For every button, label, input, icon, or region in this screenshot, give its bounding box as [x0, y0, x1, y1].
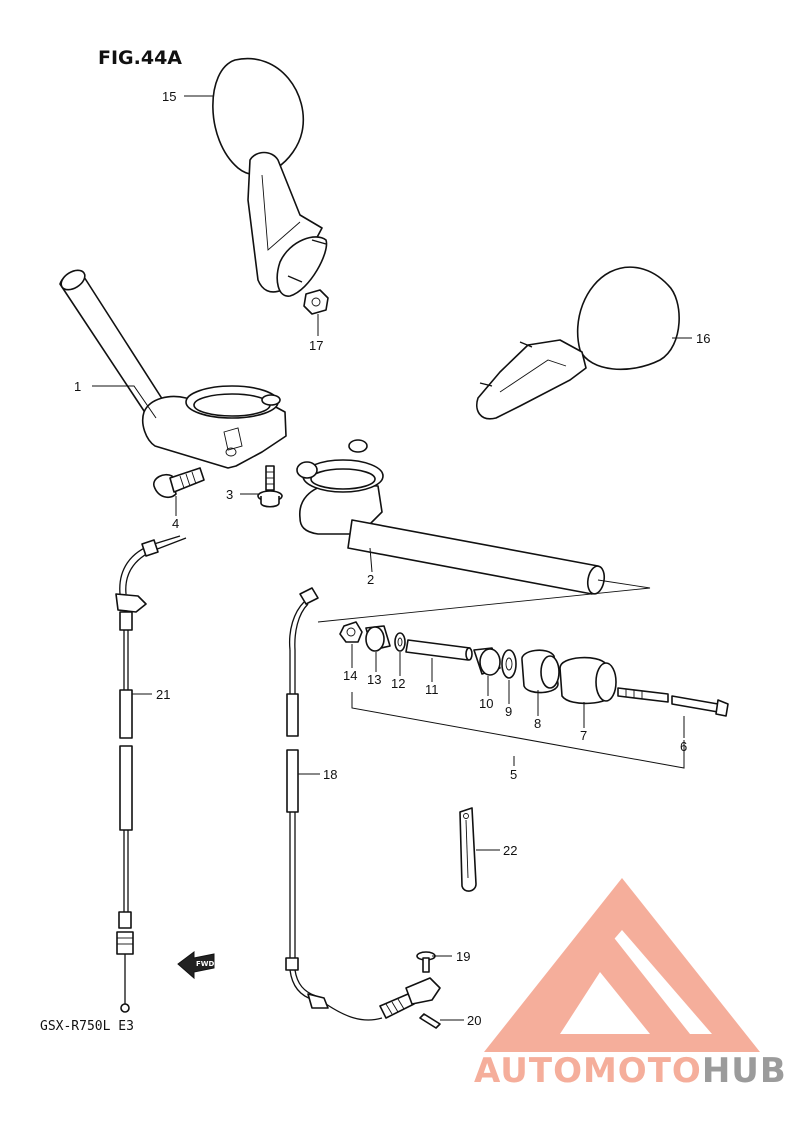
part-21-cable [115, 535, 187, 1013]
callout-16: 16 [696, 331, 710, 346]
watermark-logo: AUTOMOTOHUB [474, 878, 787, 1091]
callout-12: 12 [391, 676, 405, 691]
figure-title: FIG.44A [98, 47, 182, 69]
part-6-screw [617, 687, 729, 717]
callout-2: 2 [367, 572, 374, 587]
watermark-text: AUTOMOTOHUB [474, 1051, 787, 1091]
callout-10: 10 [479, 696, 493, 711]
callout-3: 3 [226, 487, 233, 502]
fwd-arrow-icon: FWD [177, 951, 215, 980]
part-11-rod [405, 639, 473, 661]
callout-9: 9 [505, 704, 512, 719]
callout-15: 15 [162, 89, 176, 104]
callout-17: 17 [309, 338, 323, 353]
fwd-label: FWD [196, 960, 215, 968]
part-15-left-mirror [212, 57, 328, 297]
part-2-right-handlebar [296, 439, 606, 595]
callout-11: 11 [425, 682, 439, 697]
callout-18: 18 [323, 767, 337, 782]
callout-14: 14 [343, 668, 357, 683]
part-4-bolt [153, 467, 205, 499]
part-14-nut [339, 621, 363, 643]
part-3-bolt [257, 465, 283, 508]
callout-6: 6 [680, 739, 687, 754]
callout-4: 4 [172, 516, 179, 531]
callout-8: 8 [534, 716, 541, 731]
part-20-cotter-pin [419, 1013, 441, 1029]
callout-7: 7 [580, 728, 587, 743]
part-7-bar-end-weight [559, 656, 617, 705]
break-lines [317, 579, 651, 623]
watermark-text-part2: HUB [702, 1051, 787, 1091]
part-16-right-mirror [476, 266, 680, 420]
part-18-cable [285, 587, 441, 1021]
model-code: GSX-R750L E3 [40, 1019, 134, 1034]
part-13-spacer [365, 625, 391, 652]
part-17-nut [303, 289, 329, 315]
part-1-left-handlebar [59, 269, 287, 469]
callout-22: 22 [503, 843, 517, 858]
part-8-weight [521, 649, 560, 694]
part-5-group-bracket [351, 692, 685, 769]
callout-21: 21 [156, 687, 170, 702]
part-9-washer [501, 649, 517, 679]
callout-13: 13 [367, 672, 381, 687]
leader-lines [92, 95, 692, 1021]
callout-5: 5 [510, 767, 517, 782]
watermark-text-part1: AUTOMOTO [474, 1051, 702, 1091]
callout-20: 20 [467, 1013, 481, 1028]
part-12-washer [394, 632, 406, 652]
callout-1: 1 [74, 379, 81, 394]
part-19-pin [416, 951, 436, 973]
callout-numbers: 1 2 3 4 5 6 7 8 9 10 11 12 13 14 15 16 1… [74, 89, 710, 1028]
part-10-collar [473, 647, 501, 676]
part-22-clip [459, 807, 477, 892]
callout-19: 19 [456, 949, 470, 964]
